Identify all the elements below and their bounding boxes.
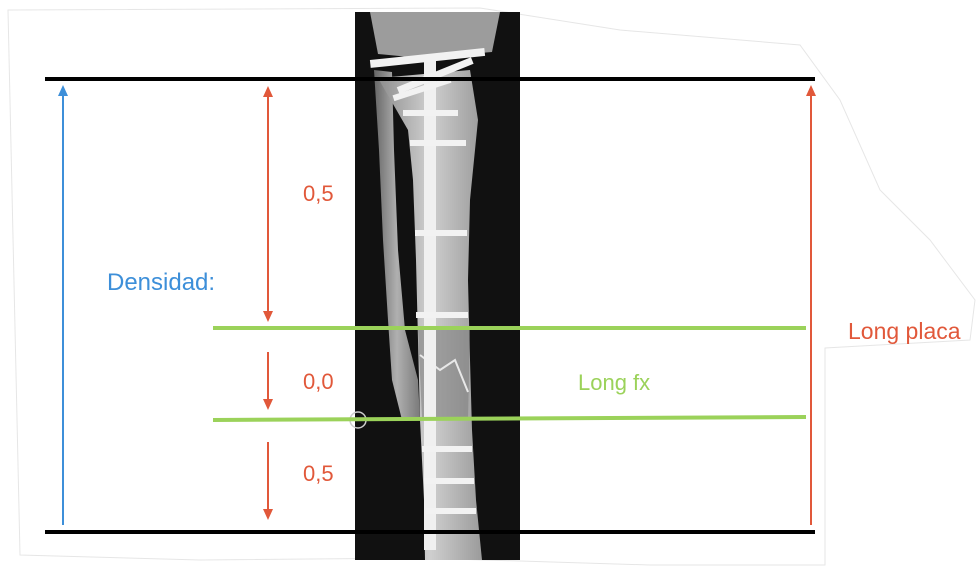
middle-value-label: 0,0 <box>303 371 334 393</box>
screw <box>426 508 476 514</box>
density-label: Densidad: <box>107 271 215 295</box>
screw <box>422 446 472 452</box>
xray-image <box>350 12 520 560</box>
fracture-length-label: Long fx <box>578 372 650 394</box>
plate-length-label: Long placa <box>848 320 961 343</box>
screw <box>415 230 467 236</box>
lower-value-label: 0,5 <box>303 463 334 485</box>
screw <box>424 478 474 484</box>
plate <box>424 60 436 550</box>
screw <box>416 312 468 318</box>
upper-value-label: 0,5 <box>303 183 334 205</box>
screw <box>403 110 458 116</box>
screw <box>410 140 466 146</box>
